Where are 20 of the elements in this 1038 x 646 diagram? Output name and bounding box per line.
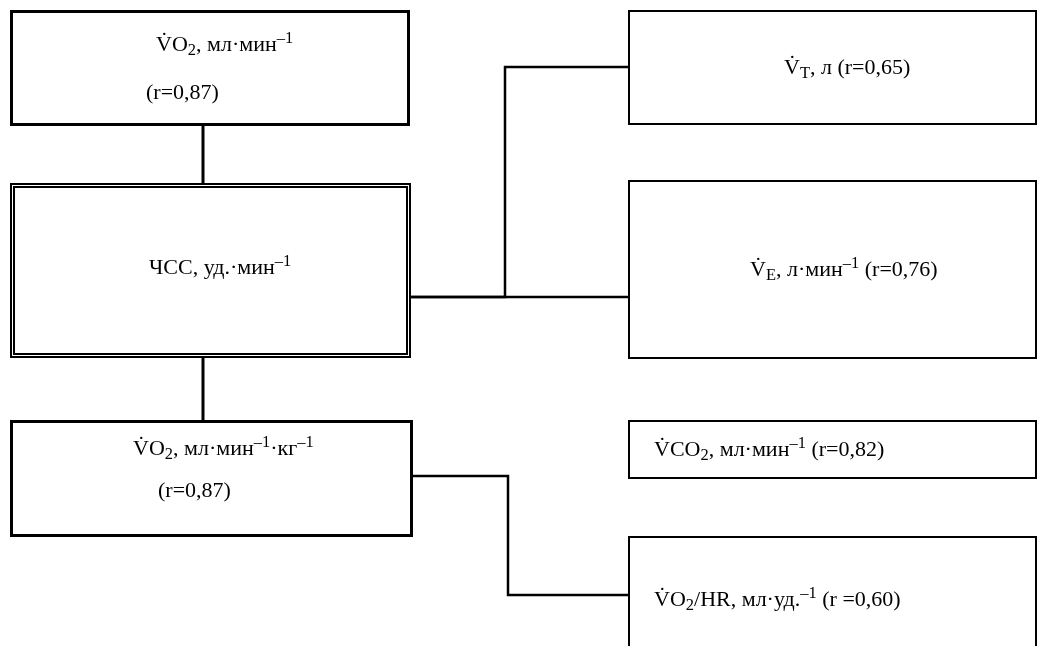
box-label: V̇$_{T}$, л (r=0,65): [784, 54, 911, 79]
text-box: [628, 536, 1037, 646]
box-label: ЧСС, уд.·мин$^{–1}$: [149, 254, 292, 279]
box-label: V̇O$_{2}$, мл·мин$^{–1}$: [156, 31, 294, 56]
text-box: [10, 10, 410, 126]
text-box: [628, 180, 1037, 359]
connector-line: [411, 295, 628, 299]
text-box: [10, 183, 411, 358]
text-box: [628, 10, 1037, 125]
box-label: (r=0,87): [146, 79, 219, 104]
box-label: V̇O$_{2}$/HR, мл·уд.$^{–1}$ (r =0,60): [654, 586, 901, 611]
text-box: [10, 420, 413, 537]
box-label: V̇$_{E}$, л·мин$^{–1}$ (r=0,76): [750, 256, 938, 281]
box-label: (r=0,87): [158, 477, 231, 502]
connector-line: [201, 126, 205, 183]
text-box: [628, 420, 1037, 479]
connector-line: [201, 358, 205, 420]
box-label: V̇CO$_{2}$, мл·мин$^{–1}$ (r=0,82): [654, 436, 885, 461]
connector-line: [413, 474, 628, 597]
box-label: V̇O$_{2}$, мл·мин$^{–1}$·кг$^{–1}$: [133, 435, 314, 460]
